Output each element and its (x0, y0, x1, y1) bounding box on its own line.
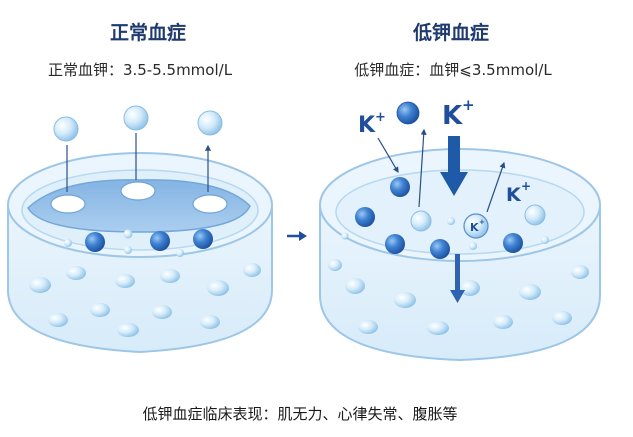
normal-cell (7, 105, 273, 354)
clinical-caption: 低钾血症临床表现：肌无力、心律失常、腹胀等 (142, 405, 458, 423)
normal-subtitle: 正常血钾：3.5-5.5mmol/L (47, 61, 233, 79)
normal-title: 正常血症 (109, 22, 187, 44)
k-label-left-sup: + (375, 110, 386, 125)
k-label-left: K (358, 113, 376, 138)
transition-arrow (287, 231, 307, 241)
diagram-canvas: K + K + K + K + (7, 96, 601, 362)
hypo-subtitle: 低钾血症：血钾⩽3.5mmol/L (354, 61, 552, 79)
k-label-right-sup: + (521, 179, 531, 193)
hypo-title: 低钾血症 (412, 22, 490, 44)
k-ion-label: K (470, 221, 479, 234)
k-label-center: K (442, 101, 463, 131)
k-ion-sup: + (479, 218, 485, 226)
k-label-right: K (506, 184, 522, 206)
k-label-center-sup: + (462, 96, 475, 114)
hypo-cell: K + K + K + K + (319, 96, 601, 362)
